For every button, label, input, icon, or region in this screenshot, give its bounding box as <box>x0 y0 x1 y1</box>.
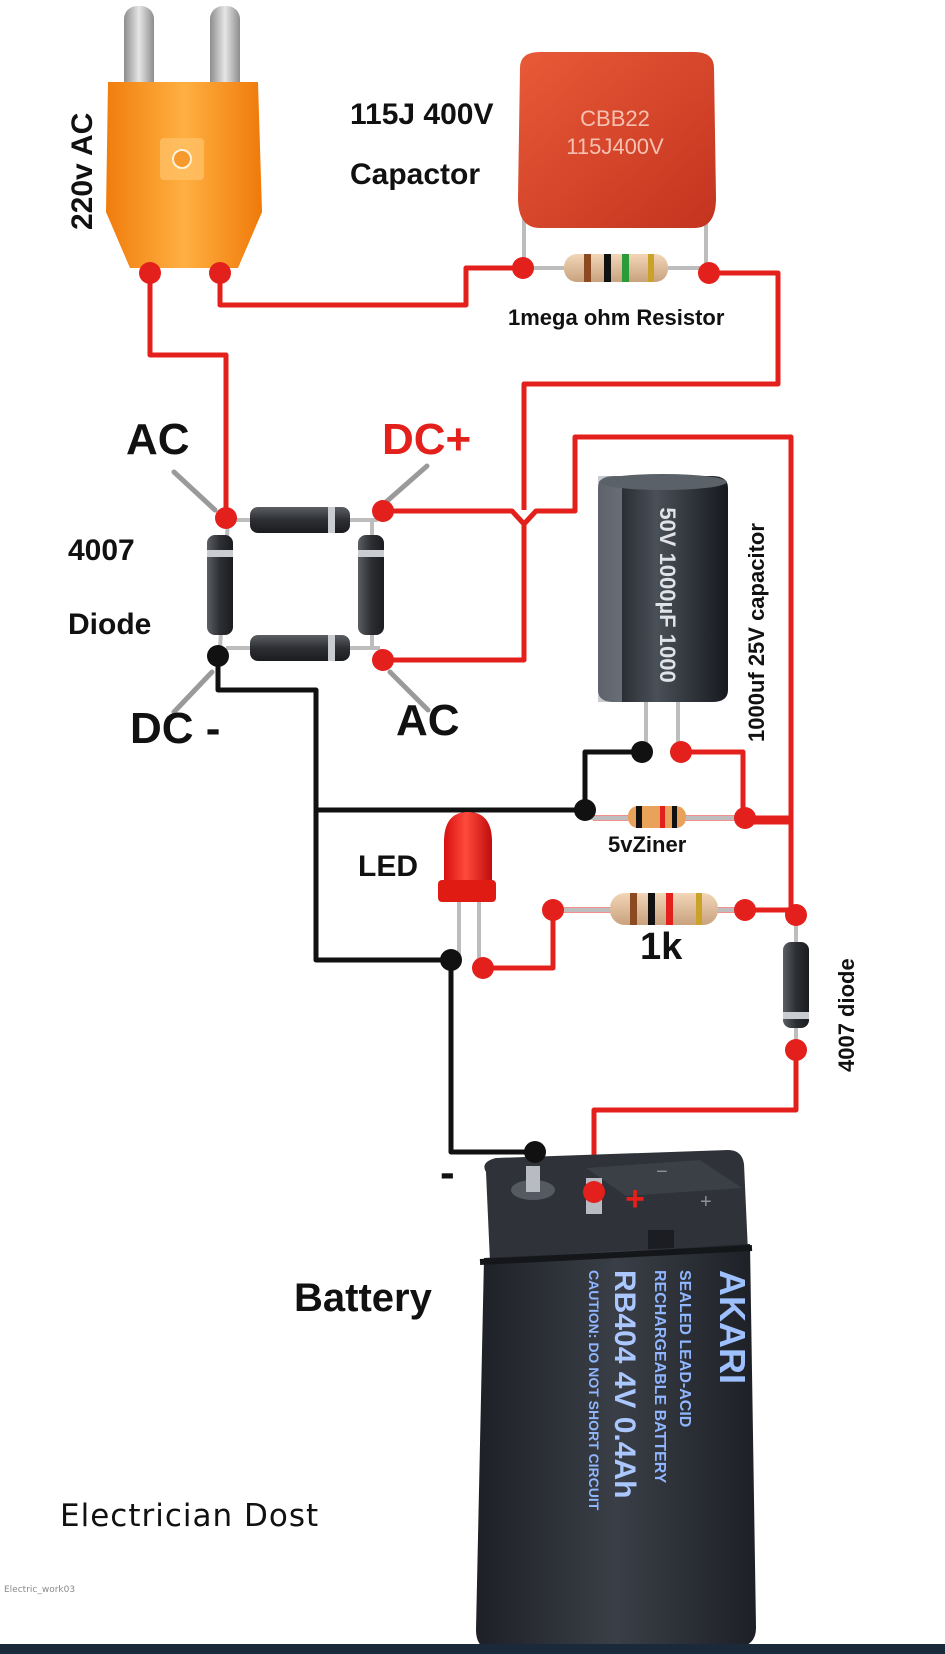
negative-junctions <box>207 645 653 1163</box>
electrolytic-capacitor: 50V 1000µF 1000 <box>598 474 728 752</box>
capacitor-name-label: Capactor <box>350 158 481 191</box>
resistor-1m-label: 1mega ohm Resistor <box>508 305 725 330</box>
bottom-bar <box>0 1644 945 1654</box>
battery-type: SEALED LEAD-ACID <box>676 1270 693 1427</box>
battery-brand: AKARI <box>712 1270 753 1384</box>
ac-plug <box>106 6 262 268</box>
resistor-1k-label: 1k <box>640 926 683 968</box>
positive-junctions <box>139 257 807 1203</box>
dc-minus-label: DC - <box>130 704 221 753</box>
zener-diode <box>585 806 745 828</box>
battery-minus-label: - <box>440 1148 455 1197</box>
ac-source-label: 220v AC <box>66 112 99 230</box>
battery: + − + AKARI SEALED LEAD-ACID RECHARGEABL… <box>476 1150 756 1652</box>
diode-4007-label: 4007 diode <box>834 958 859 1072</box>
watermark: Electric_work03 <box>4 1585 76 1595</box>
battery-caution: CAUTION: DO NOT SHORT CIRCUIT <box>586 1270 602 1511</box>
svg-text:−: − <box>656 1161 668 1183</box>
film-capacitor: CBB22 115J400V <box>518 52 716 268</box>
battery-label: Battery <box>294 1276 432 1320</box>
ac-bottom-label: AC <box>396 696 460 745</box>
zener-label: 5vZiner <box>608 832 687 857</box>
ecap-marking: 50V 1000µF 1000 <box>655 507 680 682</box>
dc-plus-label: DC+ <box>382 415 472 464</box>
resistor-1k <box>553 893 745 925</box>
svg-text:+: + <box>625 1180 645 1218</box>
cap-marking-1: CBB22 <box>580 106 650 131</box>
battery-type-2: RECHARGEABLE BATTERY <box>651 1270 668 1484</box>
diode-4007-vertical <box>783 915 809 1050</box>
capacitor-rating-label: 115J 400V <box>350 98 494 131</box>
diode-model-label: 4007 <box>68 534 135 567</box>
ac-top-label: AC <box>126 415 190 464</box>
battery-model: RB404 4V 0.4Ah <box>608 1270 641 1498</box>
led-label: LED <box>358 850 418 883</box>
positive-wires <box>147 265 799 1192</box>
svg-text:+: + <box>700 1191 712 1213</box>
signature: Electrician Dost <box>60 1498 320 1534</box>
resistor-1m <box>523 254 709 282</box>
diode-word-label: Diode <box>68 608 152 641</box>
led <box>438 812 496 968</box>
electrolytic-capacitor-label: 1000uf 25V capacitor <box>744 523 769 742</box>
cap-marking-2: 115J400V <box>566 134 664 159</box>
bridge-rectifier <box>171 463 431 715</box>
